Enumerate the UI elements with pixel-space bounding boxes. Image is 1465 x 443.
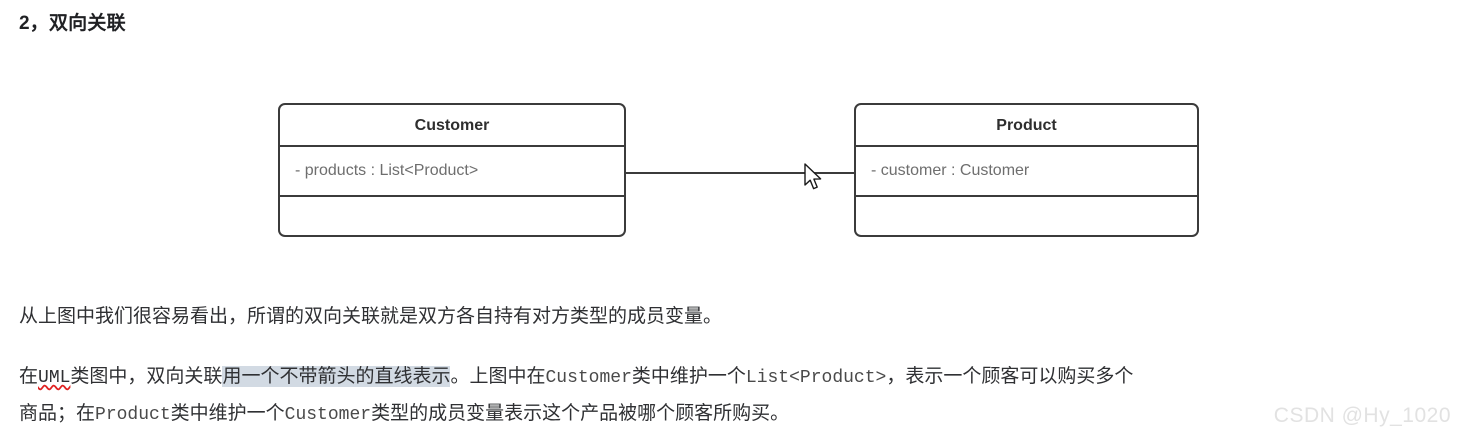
uml-attribute-product-customer: - customer : Customer (871, 162, 1030, 179)
p2-misspelled-uml: UML (38, 368, 71, 388)
paragraph-product-explanation: 商品；在Product类中维护一个Customer类型的成员变量表示这个产品被哪… (19, 398, 789, 425)
p3-segment-1: 商品；在 (19, 403, 96, 424)
mouse-cursor-icon (804, 163, 822, 190)
uml-attribute-customer-products: - products : List<Product> (295, 162, 479, 179)
paragraph-summary: 从上图中我们很容易看出，所谓的双向关联就是双方各自持有对方类型的成员变量。 (19, 306, 723, 327)
p2-segment-7: 类中维护一个 (631, 366, 746, 387)
p2-segment-3: 类图中，双向关联 (70, 366, 223, 387)
p2-selected-text[interactable]: 用一个不带箭头的直线表示 (222, 366, 451, 387)
uml-class-box-product[interactable]: Product - customer : Customer (854, 103, 1199, 237)
section-heading: 2，双向关联 (19, 13, 126, 34)
uml-class-name-product: Product (856, 105, 1197, 147)
p2-code-customer: Customer (545, 368, 632, 388)
paragraph-uml-explanation: 在UML类图中，双向关联用一个不带箭头的直线表示。上图中在Customer类中维… (19, 361, 1133, 388)
uml-operations-compartment-customer (280, 197, 624, 235)
p2-segment-1: 在 (19, 366, 39, 387)
p3-code-customer: Customer (284, 405, 372, 425)
p2-code-list-product: List<Product> (745, 368, 887, 388)
uml-class-box-customer[interactable]: Customer - products : List<Product> (278, 103, 626, 237)
p2-segment-5: 。上图中在 (450, 366, 546, 387)
p3-code-product: Product (95, 405, 171, 425)
p3-segment-3: 类中维护一个 (170, 403, 285, 424)
uml-attributes-compartment-product: - customer : Customer (856, 147, 1197, 197)
uml-operations-compartment-product (856, 197, 1197, 235)
uml-class-name-customer: Customer (280, 105, 624, 147)
p3-segment-5: 类型的成员变量表示这个产品被哪个顾客所购买。 (371, 403, 790, 424)
uml-class-diagram: Customer - products : List<Product> Prod… (278, 103, 1199, 237)
association-line (624, 172, 856, 174)
csdn-watermark: CSDN @Hy_1020 (1273, 404, 1451, 427)
p2-segment-9: ，表示一个顾客可以购买多个 (886, 366, 1134, 387)
uml-attributes-compartment-customer: - products : List<Product> (280, 147, 624, 197)
